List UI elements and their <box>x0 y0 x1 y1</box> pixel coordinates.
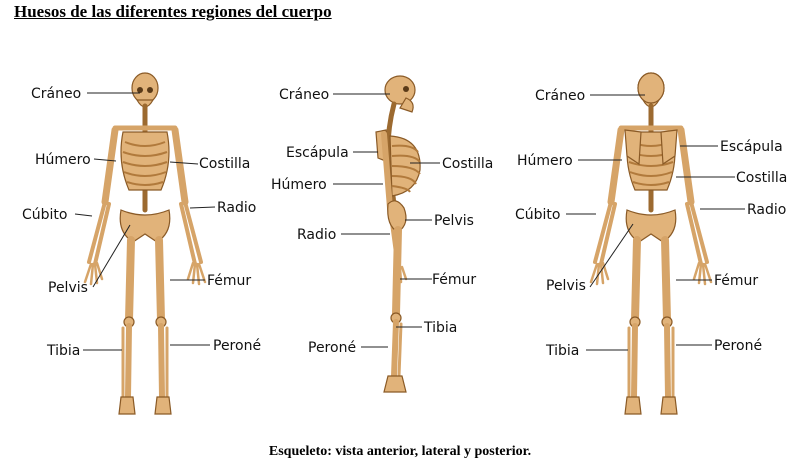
anterior-label-tibia: Tibia <box>46 343 80 359</box>
anterior-label-craneo: Cráneo <box>31 86 81 102</box>
anterior-label-pelvis: Pelvis <box>48 280 88 296</box>
figure-caption: Esqueleto: vista anterior, lateral y pos… <box>268 444 532 459</box>
posterior-label-craneo: Cráneo <box>535 88 585 104</box>
posterior-label-escapula: Escápula <box>720 139 783 155</box>
anterior-label-cubito: Cúbito <box>22 207 67 223</box>
lateral-label-craneo: Cráneo <box>279 87 329 103</box>
anterior-skeleton <box>85 73 205 414</box>
lateral-label-perone: Peroné <box>308 340 356 356</box>
lateral-label-humero: Húmero <box>271 177 327 193</box>
anterior-leaders <box>74 92 216 351</box>
posterior-label-radio: Radio <box>747 202 786 218</box>
lateral-label-tibia: Tibia <box>423 320 457 336</box>
page-title: Huesos de las diferentes regiones del cu… <box>14 2 332 21</box>
posterior-label-humero: Húmero <box>517 153 573 169</box>
lateral-skeleton <box>375 75 421 393</box>
posterior-skeleton <box>591 73 711 414</box>
skeleton-diagram: Cráneo Húmero Costilla Cúbito Radio Pelv… <box>22 0 787 440</box>
posterior-label-femur: Fémur <box>714 273 758 289</box>
lateral-leaders <box>333 93 440 348</box>
posterior-label-cubito: Cúbito <box>515 207 560 223</box>
anterior-label-humero: Húmero <box>35 152 91 168</box>
lateral-label-costilla: Costilla <box>442 156 493 172</box>
anterior-label-femur: Fémur <box>207 273 251 289</box>
anterior-label-radio: Radio <box>217 200 256 216</box>
lateral-label-radio: Radio <box>297 227 336 243</box>
posterior-label-costilla: Costilla <box>736 170 787 186</box>
posterior-label-perone: Peroné <box>714 338 762 354</box>
anterior-label-costilla: Costilla <box>199 156 250 172</box>
lateral-label-femur: Fémur <box>432 272 476 288</box>
posterior-label-pelvis: Pelvis <box>546 278 586 294</box>
lateral-label-pelvis: Pelvis <box>434 213 474 229</box>
posterior-label-tibia: Tibia <box>545 343 579 359</box>
anterior-label-perone: Peroné <box>213 338 261 354</box>
posterior-leaders <box>566 94 745 351</box>
lateral-label-escapula: Escápula <box>286 145 349 161</box>
